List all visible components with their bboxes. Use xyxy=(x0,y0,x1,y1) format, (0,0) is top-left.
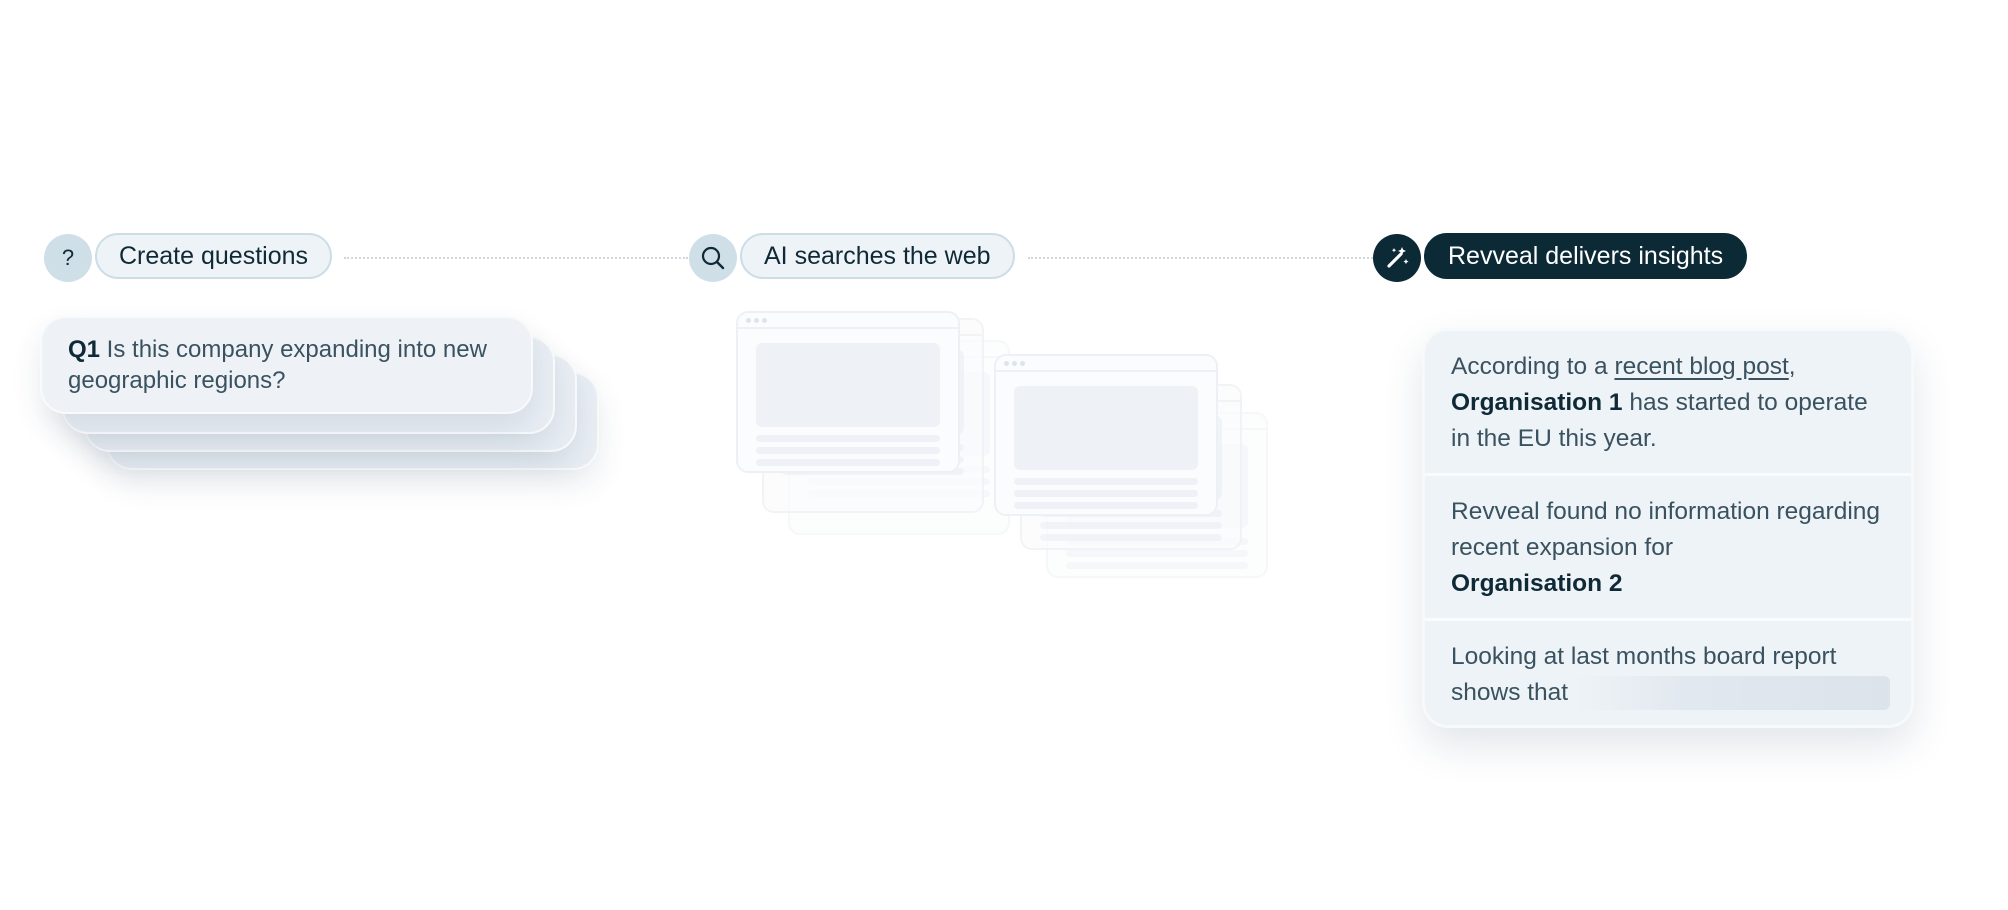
browser-window-placeholder xyxy=(736,311,960,473)
question-body: Is this company expanding into new geogr… xyxy=(68,336,487,394)
question-card xyxy=(40,316,533,414)
question-prefix: Q1 xyxy=(68,336,101,363)
step-label: Revveal delivers insights xyxy=(1448,241,1724,270)
question-mark-glyph: ? xyxy=(61,245,75,270)
insight-1: According to a recent blog post, Organis… xyxy=(1425,349,1911,457)
section-divider xyxy=(1425,473,1911,476)
browser-window-placeholder xyxy=(994,354,1218,516)
section-divider xyxy=(1425,618,1911,621)
insights-card: According to a recent blog post, Organis… xyxy=(1422,328,1914,728)
step-label: AI searches the web xyxy=(764,241,991,270)
insight-text: has started to operate in the EU this ye… xyxy=(1451,389,1868,452)
connector-line xyxy=(1028,257,1373,259)
question-mark-icon: ? xyxy=(44,234,92,282)
organisation-name: Organisation 1 xyxy=(1451,389,1623,416)
step-revveal-delivers: Revveal delivers insights xyxy=(1424,233,1748,279)
magic-wand-icon xyxy=(1373,234,1421,282)
search-icon xyxy=(689,234,737,282)
blog-post-link[interactable]: recent blog post xyxy=(1614,353,1789,380)
loading-shimmer xyxy=(1575,676,1890,710)
insight-text: Looking at last months board report show… xyxy=(1451,643,1837,706)
step-create-questions: Create questions xyxy=(95,233,333,279)
insight-2: Revveal found no information regarding r… xyxy=(1425,494,1911,602)
step-ai-searches: AI searches the web xyxy=(740,233,1015,279)
step-label: Create questions xyxy=(119,241,309,270)
insight-text: Revveal found no information regarding r… xyxy=(1451,498,1881,561)
insight-3: Looking at last months board report show… xyxy=(1425,639,1911,711)
insight-text: , xyxy=(1788,353,1796,380)
connector-line xyxy=(344,257,688,259)
organisation-name: Organisation 2 xyxy=(1451,570,1623,597)
insight-text: According to a xyxy=(1451,353,1615,380)
question-text: Q1 Is this company expanding into new ge… xyxy=(68,334,508,396)
